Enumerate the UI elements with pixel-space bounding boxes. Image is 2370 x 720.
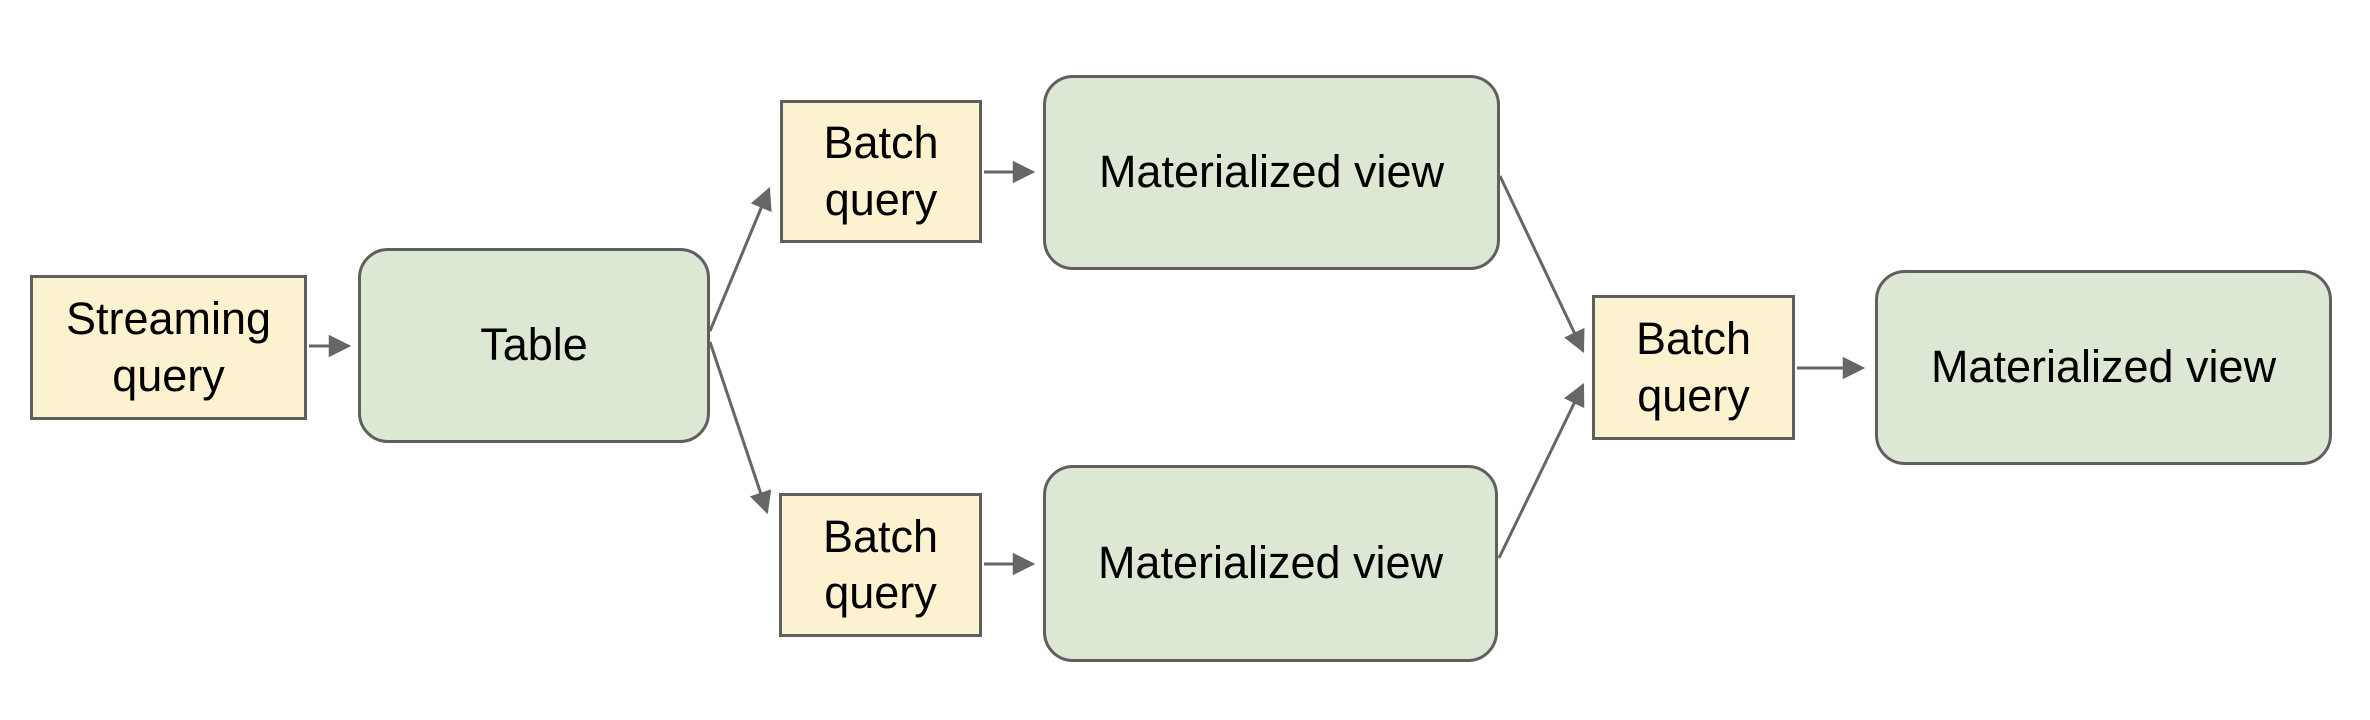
node-materialized-view-top[interactable]: Materialized view bbox=[1043, 75, 1500, 270]
node-label: Materialized view bbox=[1097, 537, 1444, 589]
node-label: Batch query bbox=[823, 117, 939, 225]
node-label: Table bbox=[480, 319, 588, 371]
node-batch-query-right[interactable]: Batch query bbox=[1592, 295, 1795, 440]
node-label: Batch query bbox=[1635, 313, 1752, 421]
node-label: Materialized view bbox=[1930, 341, 2277, 393]
node-label: Materialized view bbox=[1098, 146, 1445, 198]
connector-mview-top-to-batch-query-right bbox=[1498, 175, 1585, 354]
node-materialized-view-bottom[interactable]: Materialized view bbox=[1043, 465, 1498, 662]
node-batch-query-top[interactable]: Batch query bbox=[780, 100, 982, 243]
node-label: Batch query bbox=[822, 510, 939, 618]
node-table[interactable]: Table bbox=[358, 248, 710, 443]
node-streaming-query[interactable]: Streaming query bbox=[30, 275, 307, 420]
connector-table-to-batch-query-top bbox=[708, 186, 772, 332]
node-batch-query-bottom[interactable]: Batch query bbox=[779, 493, 982, 637]
node-label: Streaming query bbox=[65, 293, 272, 401]
connector-mview-bottom-to-batch-query-right bbox=[1497, 382, 1585, 559]
connector-table-to-batch-query-bottom bbox=[708, 341, 772, 515]
node-materialized-view-final[interactable]: Materialized view bbox=[1875, 270, 2332, 465]
